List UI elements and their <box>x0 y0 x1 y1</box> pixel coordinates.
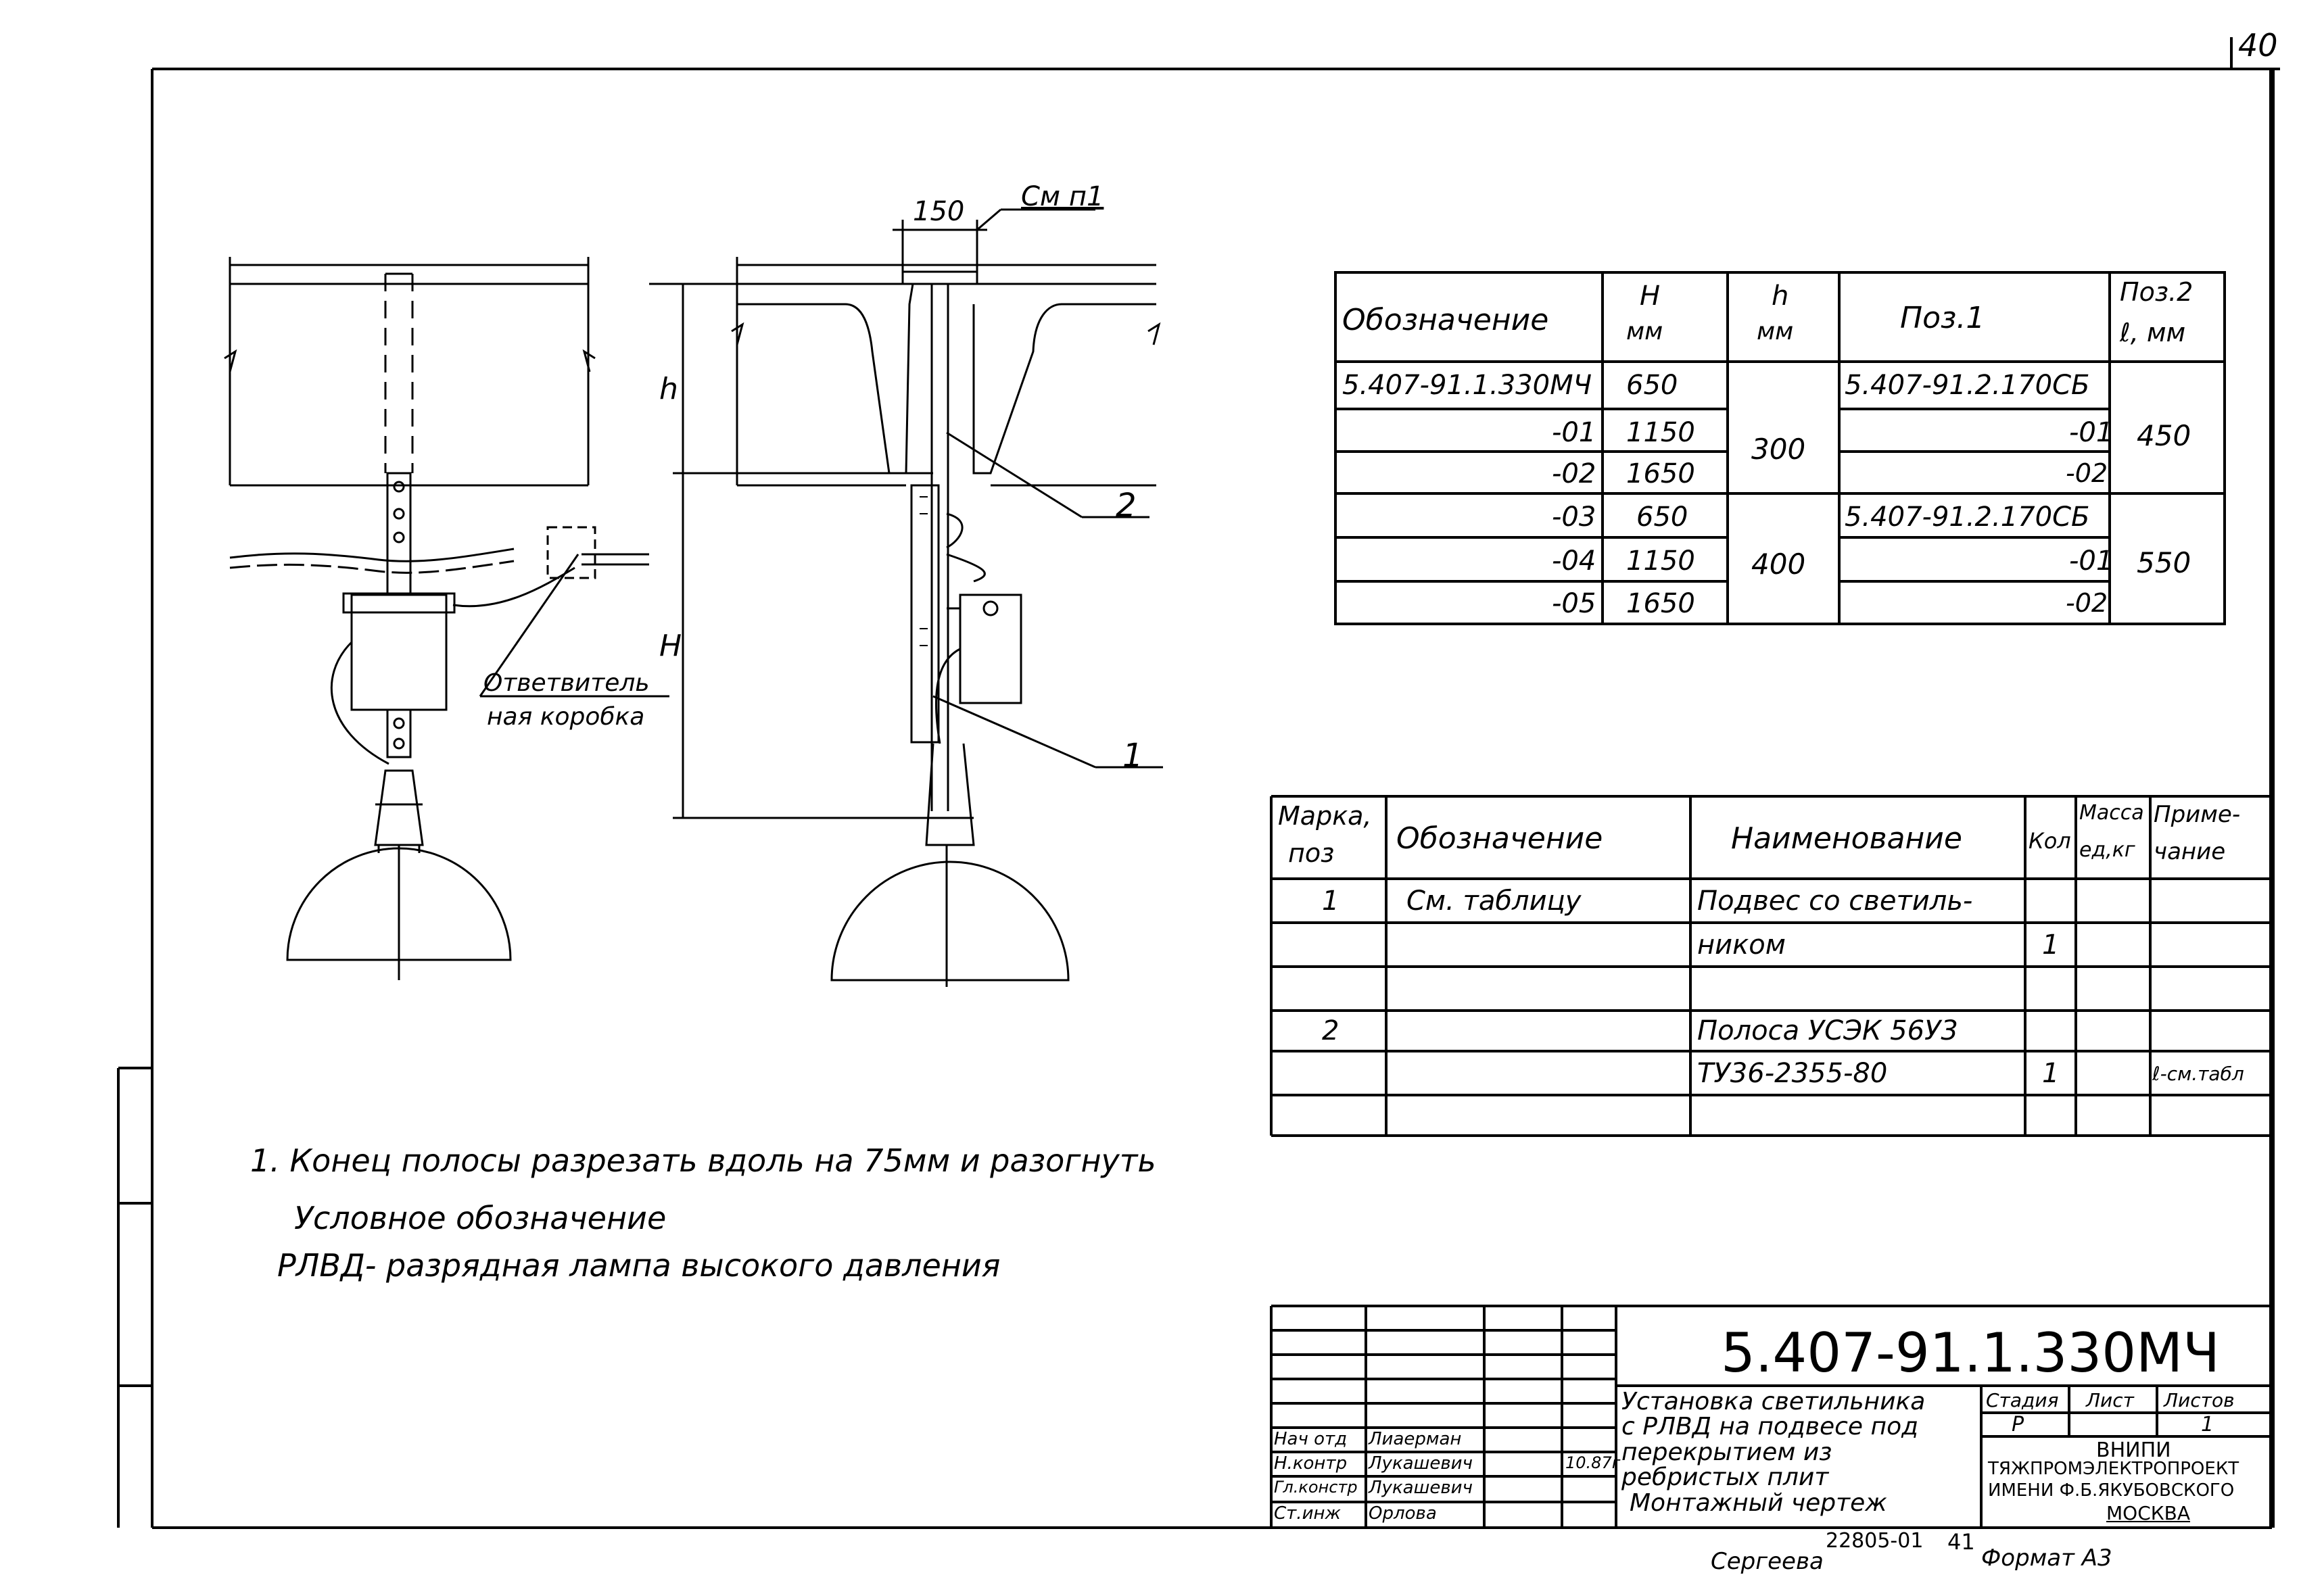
table1-row-designation: -03 <box>1552 502 1596 533</box>
table1-pos1: 5.407-91.2.170СБ <box>1845 370 2090 401</box>
signature-name: Лукашевич <box>1369 1453 1473 1474</box>
signature-name: Лукашевич <box>1369 1478 1473 1498</box>
table2-header-qty: Кол <box>2029 828 2071 854</box>
table1-row-H: 650 <box>1626 370 1678 401</box>
table1-header-H: H <box>1640 281 1661 312</box>
title-line: Монтажный чертеж <box>1630 1489 1887 1517</box>
table2-row-mark: 2 <box>1322 1015 1339 1046</box>
copied-by: Сергеева <box>1711 1548 1824 1575</box>
table1-pos1: -01 <box>2069 546 2114 577</box>
org-name-4: МОСКВА <box>2106 1502 2190 1524</box>
signature-name: Лиаерман <box>1369 1429 1462 1449</box>
table1-header-h: h <box>1772 281 1789 312</box>
title-line: Установка светильника <box>1621 1388 1926 1415</box>
table1-pos1: 5.407-91.2.170СБ <box>1845 502 2090 533</box>
table1-pos1: -02 <box>2066 588 2108 618</box>
table1-header-pos2-unit: ℓ, мм <box>2120 318 2186 347</box>
legend-title: Условное обозначение <box>294 1200 667 1236</box>
inventory-number: 22805-01 <box>1826 1529 1924 1553</box>
table1-pos1: -02 <box>2066 458 2108 488</box>
table1-row-designation: -01 <box>1552 417 1596 448</box>
table2-row-name: Подвес со светиль- <box>1697 886 1973 917</box>
sheets-label: Листов <box>2164 1389 2235 1411</box>
dimension-H-label: H <box>659 629 682 663</box>
format-label: Формат А3 <box>1981 1545 2112 1572</box>
table1-header-designation: Обозначение <box>1342 303 1549 337</box>
table2-header-mark-2: поз <box>1288 838 1335 868</box>
table2-header-mark: Марка, <box>1278 801 1372 831</box>
table2-header-note: Приме- <box>2154 801 2241 828</box>
title-line: с РЛВД на подвесе под <box>1621 1413 1918 1440</box>
table1-header-pos1: Поз.1 <box>1900 301 1985 335</box>
org-name-3: ИМЕНИ Ф.Б.ЯКУБОВСКОГО <box>1988 1480 2235 1501</box>
table2-row-name: ником <box>1697 929 1786 961</box>
table1-pos2: 450 <box>2137 419 2191 452</box>
legend-text: РЛВД- разрядная лампа высокого давления <box>277 1247 1001 1284</box>
table2-row-name: ТУ36-2355-80 <box>1697 1058 1888 1089</box>
junction-box-label-2: ная коробка <box>487 703 645 731</box>
table2-header-note-2: чание <box>2154 838 2226 865</box>
stage-label: Стадия <box>1986 1389 2059 1411</box>
table1-row-designation: -04 <box>1552 546 1596 577</box>
signature-name: Орлова <box>1369 1503 1437 1524</box>
table1-header-h-unit: мм <box>1757 318 1794 345</box>
table1-row-H: 1150 <box>1626 546 1695 577</box>
callout-2: 2 <box>1116 487 1137 525</box>
table1-row-designation: -05 <box>1552 588 1596 619</box>
note-1: 1. Конец полосы разрезать вдоль на 75мм … <box>250 1142 1156 1179</box>
signature-role: Гл.констр <box>1274 1478 1358 1497</box>
title-line: ребристых плит <box>1621 1463 1829 1491</box>
table1-pos1: -01 <box>2069 417 2114 448</box>
signature-date: 10.87г <box>1565 1453 1621 1472</box>
signature-role: Нач отд <box>1274 1429 1348 1449</box>
table1-pos2: 550 <box>2137 546 2191 579</box>
table2-row-name: Полоса УСЭК 56У3 <box>1697 1015 1958 1046</box>
table1-header-H-unit: мм <box>1626 318 1663 345</box>
table1-row-H: 1650 <box>1626 588 1695 619</box>
table1-row-designation: 5.407-91.1.330МЧ <box>1342 370 1592 401</box>
table1-h-value: 400 <box>1751 548 1806 581</box>
org-name-2: ТЯЖПРОМЭЛЕКТРОПРОЕКТ <box>1988 1459 2239 1479</box>
table1-row-designation: -02 <box>1552 458 1596 489</box>
dimension-h-label: h <box>659 372 678 406</box>
table2-row-mark: 1 <box>1322 886 1339 917</box>
table2-row-qty: 1 <box>2042 1058 2060 1089</box>
table2-header-designation: Обозначение <box>1396 821 1603 856</box>
signature-role: Н.контр <box>1274 1453 1348 1474</box>
sheets-value: 1 <box>2201 1413 2214 1436</box>
table1-row-H: 1650 <box>1626 458 1695 489</box>
callout-1: 1 <box>1122 737 1143 775</box>
document-code: 5.407-91.1.330МЧ <box>1721 1322 2221 1384</box>
table2-row-qty: 1 <box>2042 929 2060 961</box>
stage-value: Р <box>2012 1413 2024 1436</box>
page-number: 41 <box>1947 1529 1975 1555</box>
see-note-label: См п1 <box>1021 181 1104 212</box>
junction-box-label-1: Ответвитель <box>483 669 650 697</box>
table1-header-pos2: Поз.2 <box>2120 277 2193 307</box>
table2-header-mass: Масса <box>2079 801 2144 825</box>
table1-row-H: 650 <box>1636 502 1688 533</box>
sheet-number: 40 <box>2238 27 2278 64</box>
table1-h-value: 300 <box>1751 433 1806 466</box>
title-line: перекрытием из <box>1621 1438 1832 1466</box>
table2-row-note: ℓ-см.табл <box>2152 1063 2244 1085</box>
table1-row-H: 1150 <box>1626 417 1695 448</box>
org-name-1: ВНИПИ <box>2096 1438 2171 1462</box>
table2-row-designation: См. таблицу <box>1406 886 1582 917</box>
table2-header-name: Наименование <box>1731 821 1962 856</box>
table2-header-mass-2: ед,кг <box>2079 838 2135 862</box>
dimension-150: 150 <box>913 196 965 227</box>
sheet-label: Лист <box>2086 1389 2134 1411</box>
signature-role: Ст.инж <box>1274 1503 1341 1524</box>
